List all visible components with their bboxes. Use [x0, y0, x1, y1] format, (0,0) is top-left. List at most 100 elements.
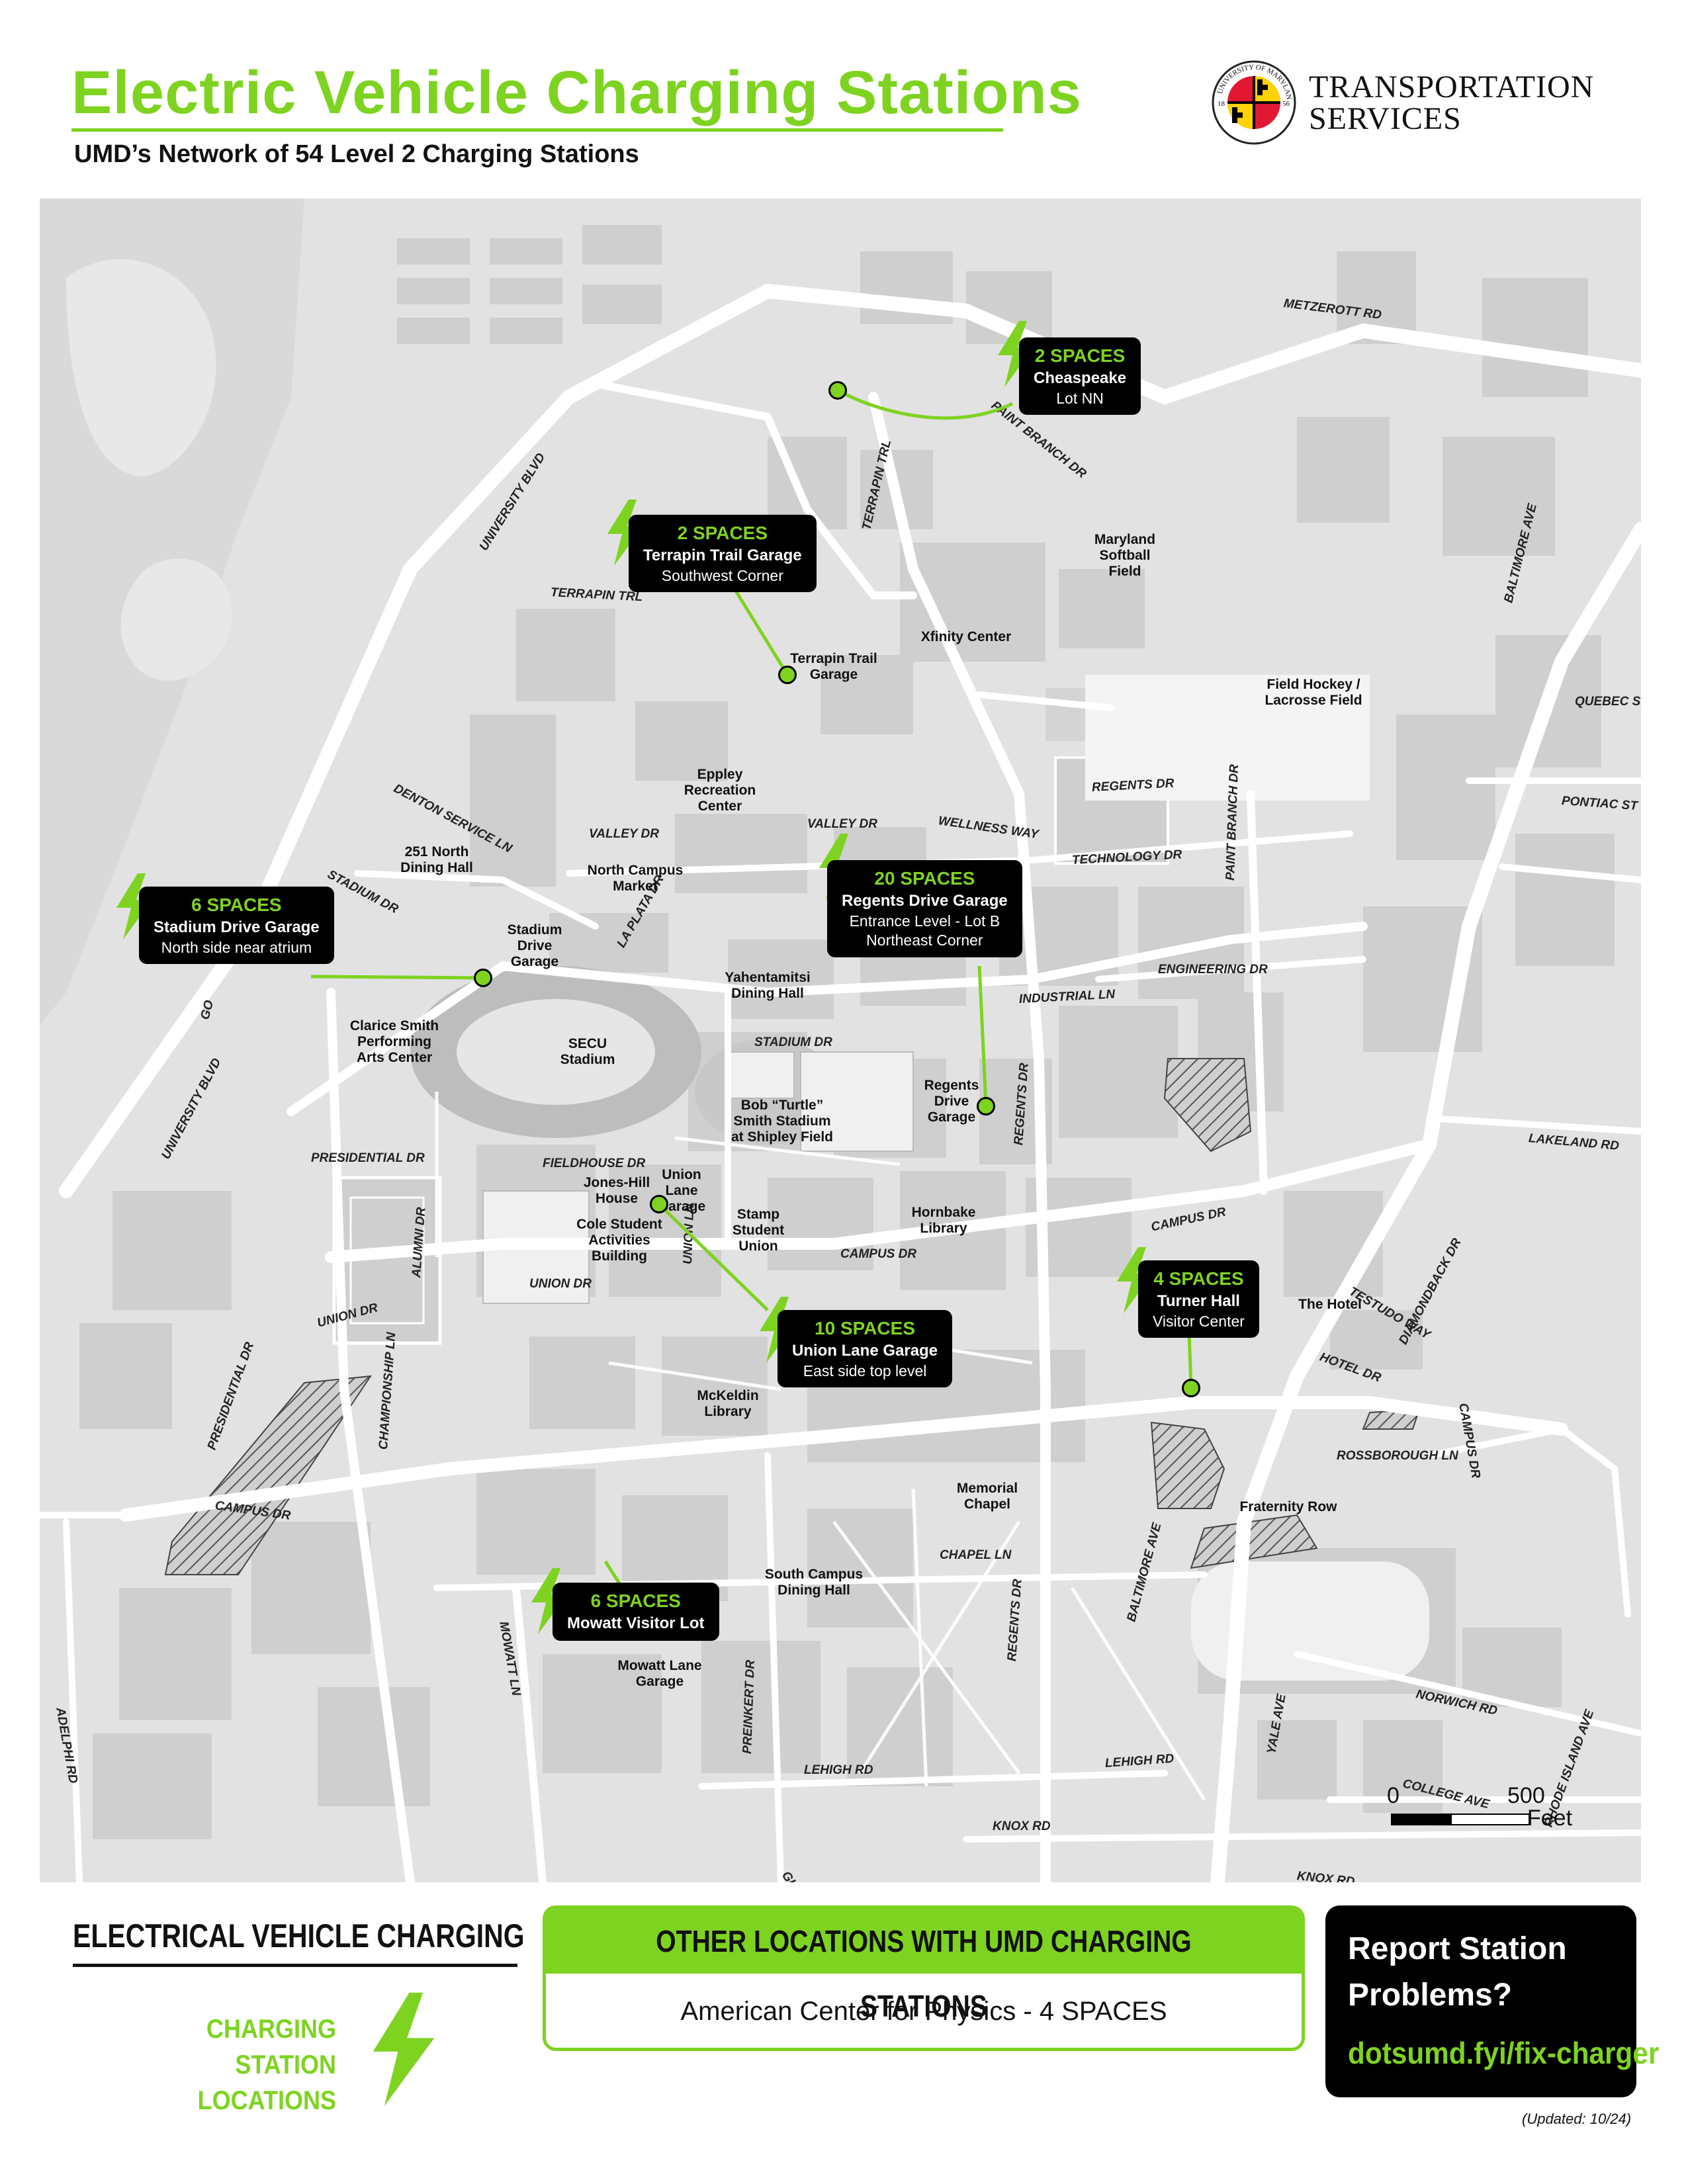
station-callout-stadium-drive-garage[interactable]: 6 SPACES Stadium Drive Garage North side… — [139, 887, 334, 965]
scale-end: 500 — [1507, 1783, 1545, 1808]
place-label: Bob “Turtle” Smith Stadium at Shipley Fi… — [731, 1097, 834, 1145]
page-title: Electric Vehicle Charging Stations — [71, 59, 1082, 126]
road-label: VALLEY DR — [807, 817, 877, 831]
other-location-item: American Center for Physics - 4 SPACES — [680, 1997, 1167, 2026]
place-label: Stadium Drive Garage — [507, 922, 562, 970]
charging-station-pin[interactable] — [778, 666, 797, 684]
station-callout-cheaspeake[interactable]: 2 SPACES Cheaspeake Lot NN — [1019, 337, 1141, 415]
station-detail: Northeast Corner — [866, 932, 983, 949]
place-label: Stamp Student Union — [732, 1206, 785, 1254]
station-spaces: 6 SPACES — [191, 895, 282, 915]
org-name-line1: TRANSPORTATION — [1309, 69, 1595, 105]
umd-seal-icon: UNIVERSITY OF MARYLAND 18 56 — [1211, 60, 1296, 145]
road-label: UNION DR — [529, 1277, 592, 1291]
umd-transportation-logo: UNIVERSITY OF MARYLAND 18 56 TRANSPORTAT… — [1211, 60, 1608, 146]
charging-station-pin[interactable] — [650, 1195, 668, 1213]
station-spaces: 10 SPACES — [815, 1318, 916, 1338]
station-detail: Visitor Center — [1153, 1312, 1245, 1330]
title-underline — [71, 128, 1003, 132]
station-detail: East side top level — [803, 1362, 927, 1379]
road-label: LEHIGH RD — [804, 1763, 873, 1777]
place-label: Hornbake Library — [911, 1204, 976, 1236]
station-detail: North side near atrium — [161, 938, 312, 956]
place-label: Field Hockey / Lacrosse Field — [1265, 676, 1362, 708]
station-callout-regents-drive-garage[interactable]: 20 SPACES Regents Drive Garage Entrance … — [827, 860, 1022, 958]
charging-station-pin[interactable] — [474, 969, 492, 987]
page-subtitle: UMD’s Network of 54 Level 2 Charging Sta… — [74, 140, 639, 168]
road-label: CAMPUS DR — [840, 1247, 917, 1261]
place-label: North Campus Market — [587, 862, 684, 894]
svg-text:56: 56 — [1282, 100, 1290, 108]
legend-title: ELECTRICAL VEHICLE CHARGING — [73, 1917, 525, 1954]
road-label: CHAPEL LN — [940, 1548, 1012, 1562]
lightning-bolt-icon — [998, 321, 1034, 387]
place-label: Maryland Softball Field — [1094, 531, 1156, 580]
station-callout-mowatt-visitor-lot[interactable]: 6 SPACES Mowatt Visitor Lot — [553, 1583, 719, 1641]
other-locations-panel: OTHER LOCATIONS WITH UMD CHARGING STATIO… — [543, 1905, 1305, 2051]
lightning-bolt-icon — [373, 1992, 435, 2107]
road-label: QUEBEC ST — [1575, 695, 1641, 709]
station-spaces: 20 SPACES — [874, 868, 975, 889]
legend-underline — [73, 1964, 517, 1967]
station-spaces: 4 SPACES — [1153, 1268, 1244, 1289]
place-label: 251 North Dining Hall — [400, 844, 473, 875]
place-label: Yahentamitsi Dining Hall — [725, 969, 811, 1001]
scale-start: 0 — [1387, 1783, 1399, 1808]
station-callout-terrapin-trail-garage[interactable]: 2 SPACES Terrapin Trail Garage Southwest… — [629, 515, 817, 593]
lightning-bolt-icon — [607, 500, 643, 566]
charging-station-pin[interactable] — [1182, 1379, 1200, 1397]
place-label: Clarice Smith Performing Arts Center — [349, 1018, 439, 1066]
road-label: KNOX RD — [993, 1819, 1051, 1833]
lightning-bolt-icon — [116, 873, 152, 939]
charging-station-pin[interactable] — [828, 381, 847, 400]
place-label: Eppley Recreation Center — [684, 766, 756, 814]
legend-label-line: LOCATIONS — [197, 2086, 336, 2115]
place-label: Regents Drive Garage — [924, 1077, 979, 1125]
place-label: McKeldin Library — [697, 1387, 759, 1419]
legend-label-line: CHARGING STATION — [206, 2015, 336, 2079]
map-scale-bar: 0 500 Feet — [1376, 1783, 1601, 1856]
lightning-bolt-icon — [531, 1568, 567, 1634]
updated-date: (Updated: 10/24) — [1522, 2111, 1632, 2127]
place-label: Memorial Chapel — [956, 1480, 1018, 1512]
station-callout-union-lane-garage[interactable]: 10 SPACES Union Lane Garage East side to… — [777, 1310, 953, 1388]
place-label: Xfinity Center — [920, 629, 1012, 644]
place-label: Mowatt Lane Garage — [617, 1657, 702, 1689]
station-spaces: 2 SPACES — [677, 523, 768, 543]
station-detail: Lot NN — [1056, 389, 1104, 407]
svg-text:18: 18 — [1218, 100, 1225, 108]
scale-unit: Feet — [1527, 1806, 1573, 1831]
station-name: Stadium Drive Garage — [154, 918, 320, 937]
scale-segment — [1450, 1813, 1530, 1825]
station-spaces: 2 SPACES — [1034, 345, 1126, 366]
lightning-bolt-icon — [1117, 1247, 1153, 1313]
charging-station-pin[interactable] — [977, 1097, 995, 1115]
scale-segment — [1391, 1813, 1450, 1825]
place-label: South Campus Dining Hall — [764, 1566, 864, 1598]
report-problems-panel: Report Station Problems? dotsumd.fyi/fix… — [1325, 1905, 1659, 2097]
road-label: ENGINEERING DR — [1158, 963, 1268, 977]
station-name: Terrapin Trail Garage — [643, 546, 802, 565]
station-name: Turner Hall — [1157, 1292, 1240, 1311]
org-name-line2: SERVICES — [1309, 101, 1462, 136]
station-name: Cheaspeake — [1034, 369, 1127, 388]
station-name: Regents Drive Garage — [842, 892, 1008, 910]
place-label: Jones-Hill House — [583, 1174, 650, 1206]
road-label: ROSSBOROUGH LN — [1337, 1449, 1458, 1463]
place-label: SECU Stadium — [560, 1035, 615, 1067]
road-label: FIELDHOUSE DR — [543, 1157, 646, 1170]
station-name: Mowatt Visitor Lot — [567, 1614, 705, 1633]
station-detail: Southwest Corner — [661, 566, 783, 584]
report-link[interactable]: dotsumd.fyi/fix-charger — [1348, 2036, 1660, 2070]
other-locations-heading: OTHER LOCATIONS WITH UMD CHARGING STATIO… — [546, 1909, 1302, 2023]
legend-label: CHARGING STATION LOCATIONS — [99, 2011, 336, 2118]
place-label: Cole Student Activities Building — [576, 1216, 662, 1264]
road-label: STADIUM DR — [754, 1035, 832, 1049]
report-heading-line: Problems? — [1348, 1978, 1513, 2013]
place-label: The Hotel — [1298, 1296, 1362, 1312]
map-base-layer — [40, 198, 1641, 1882]
station-callout-turner-hall[interactable]: 4 SPACES Turner Hall Visitor Center — [1138, 1260, 1259, 1338]
road-label: VALLEY DR — [589, 827, 659, 841]
road-label: PRESIDENTIAL DR — [311, 1151, 425, 1165]
place-label: Fraternity Row — [1239, 1499, 1337, 1514]
